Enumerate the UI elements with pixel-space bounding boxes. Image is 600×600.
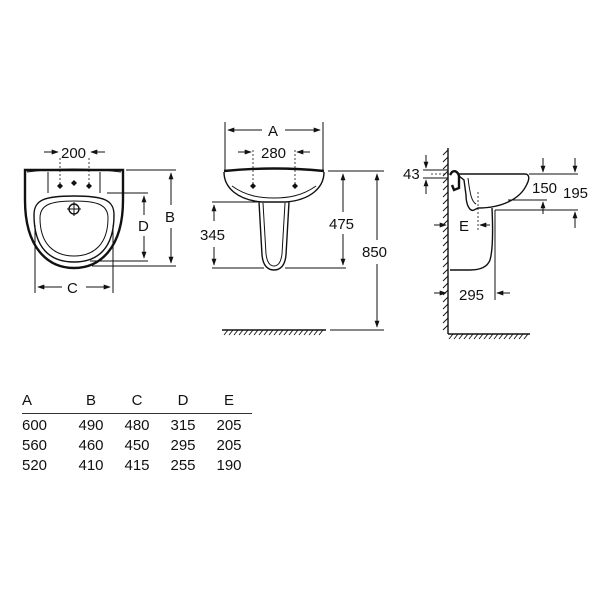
- table-cell: 460: [78, 437, 104, 454]
- column-header-e: E: [206, 392, 252, 414]
- wall-hatch: [442, 148, 449, 334]
- pedestal-view: A 280 345 475 850: [200, 122, 387, 336]
- wall-offset-43-label: 43: [403, 166, 420, 183]
- table-header-row: A B C D E: [22, 392, 252, 414]
- tap-spacing-280-label: 280: [261, 145, 286, 162]
- basin-outline: [23, 168, 125, 270]
- table-cell: 560: [22, 437, 48, 454]
- table-cell: 205: [216, 417, 242, 434]
- pedestal-depth-295-label: 295: [459, 287, 484, 304]
- column-header-d: D: [160, 392, 206, 414]
- dimension-a-label: A: [268, 123, 278, 140]
- table-cell: 255: [170, 457, 196, 474]
- dimension-b-label: B: [165, 209, 175, 226]
- depth-150-label: 150: [532, 180, 557, 197]
- depth-195-label: 195: [563, 185, 588, 202]
- pedestal-height-345-label: 345: [200, 227, 225, 244]
- dimension-c-label: C: [67, 280, 78, 297]
- drain-icon: [67, 202, 81, 216]
- column-header-c: C: [114, 392, 160, 414]
- table-cell: 315: [170, 417, 196, 434]
- table-cell: 410: [78, 457, 104, 474]
- front-view: 200 B D: [23, 145, 176, 297]
- table-cell: 520: [22, 457, 48, 474]
- floor-hatch: [222, 329, 326, 336]
- table-cell: 205: [216, 437, 242, 454]
- table-row: 560 460 450 295 205: [22, 434, 252, 454]
- column-header-a: A: [22, 392, 68, 414]
- dimension-e-label: E: [459, 218, 469, 235]
- table-row: 600 490 480 315 205: [22, 414, 252, 435]
- table-cell: 450: [124, 437, 150, 454]
- tap-hole-icons: [57, 180, 92, 189]
- rim-height-850-label: 850: [362, 244, 387, 261]
- table-row: 520 410 415 255 190: [22, 454, 252, 474]
- table-cell: 480: [124, 417, 150, 434]
- table-cell: 490: [78, 417, 104, 434]
- dimension-d-label: D: [138, 218, 149, 235]
- dimension-table: A B C D E 600 490 480 315 205 560 460 45…: [22, 392, 252, 474]
- tap-spacing-label: 200: [61, 145, 86, 162]
- table-cell: 295: [170, 437, 196, 454]
- rim-to-base-475-label: 475: [329, 216, 354, 233]
- column-header-b: B: [68, 392, 114, 414]
- table-cell: 415: [124, 457, 150, 474]
- side-view: 43 150 195 E 295: [403, 148, 588, 340]
- table-cell: 600: [22, 417, 48, 434]
- table-cell: 190: [216, 457, 242, 474]
- floor-hatch-side: [448, 333, 530, 340]
